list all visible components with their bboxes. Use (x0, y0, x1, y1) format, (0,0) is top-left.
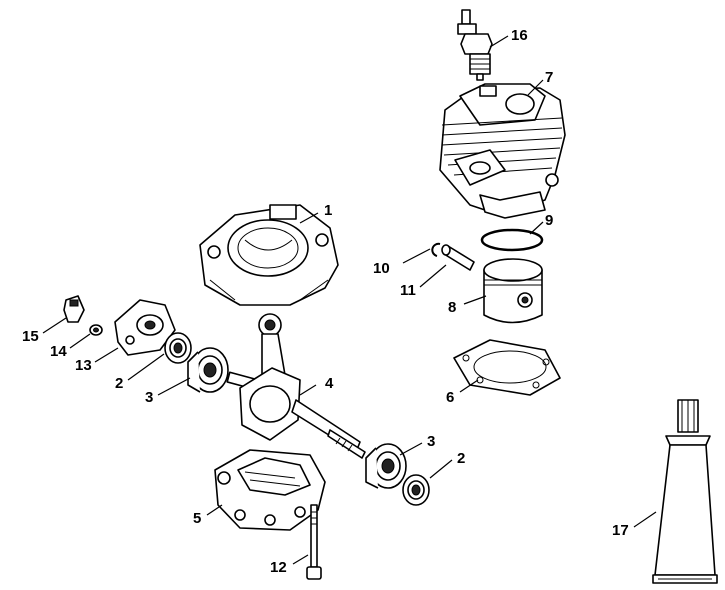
label-7: 7 (545, 69, 553, 86)
sleeve[interactable] (89, 324, 103, 336)
label-8: 8 (448, 299, 456, 316)
piston-pin[interactable] (441, 244, 475, 271)
label-13: 13 (75, 357, 92, 374)
label-2-left: 2 (115, 375, 123, 392)
label-10: 10 (373, 260, 390, 277)
label-14: 14 (50, 343, 67, 360)
grease-tube[interactable] (652, 399, 718, 584)
piston[interactable] (483, 258, 543, 324)
label-11: 11 (400, 282, 416, 299)
screw[interactable] (306, 504, 322, 580)
label-16: 16 (511, 27, 528, 44)
label-15: 15 (22, 328, 39, 345)
spark-plug[interactable] (457, 9, 493, 81)
label-4: 4 (325, 375, 334, 392)
cylinder-gasket[interactable] (453, 339, 561, 396)
clip[interactable] (63, 295, 85, 323)
label-5: 5 (193, 510, 201, 527)
crankcase-upper[interactable] (199, 204, 339, 306)
label-6: 6 (446, 389, 454, 406)
oil-seal-left[interactable] (164, 332, 192, 364)
oil-seal-right[interactable] (402, 474, 430, 506)
crankshaft[interactable] (226, 313, 366, 459)
ignition-cover[interactable] (114, 299, 176, 356)
label-9: 9 (545, 212, 553, 229)
label-12: 12 (270, 559, 287, 576)
label-3-left: 3 (145, 389, 153, 406)
piston-ring[interactable] (480, 228, 544, 252)
label-3-right: 3 (427, 433, 435, 450)
circlip[interactable] (431, 242, 441, 257)
crankcase-lower[interactable] (214, 449, 326, 531)
ball-bearing-right[interactable] (365, 443, 407, 489)
label-1: 1 (324, 202, 332, 219)
label-17: 17 (612, 522, 629, 539)
cylinder[interactable] (439, 83, 566, 219)
label-2-right: 2 (457, 450, 465, 467)
ball-bearing-left[interactable] (187, 347, 229, 393)
